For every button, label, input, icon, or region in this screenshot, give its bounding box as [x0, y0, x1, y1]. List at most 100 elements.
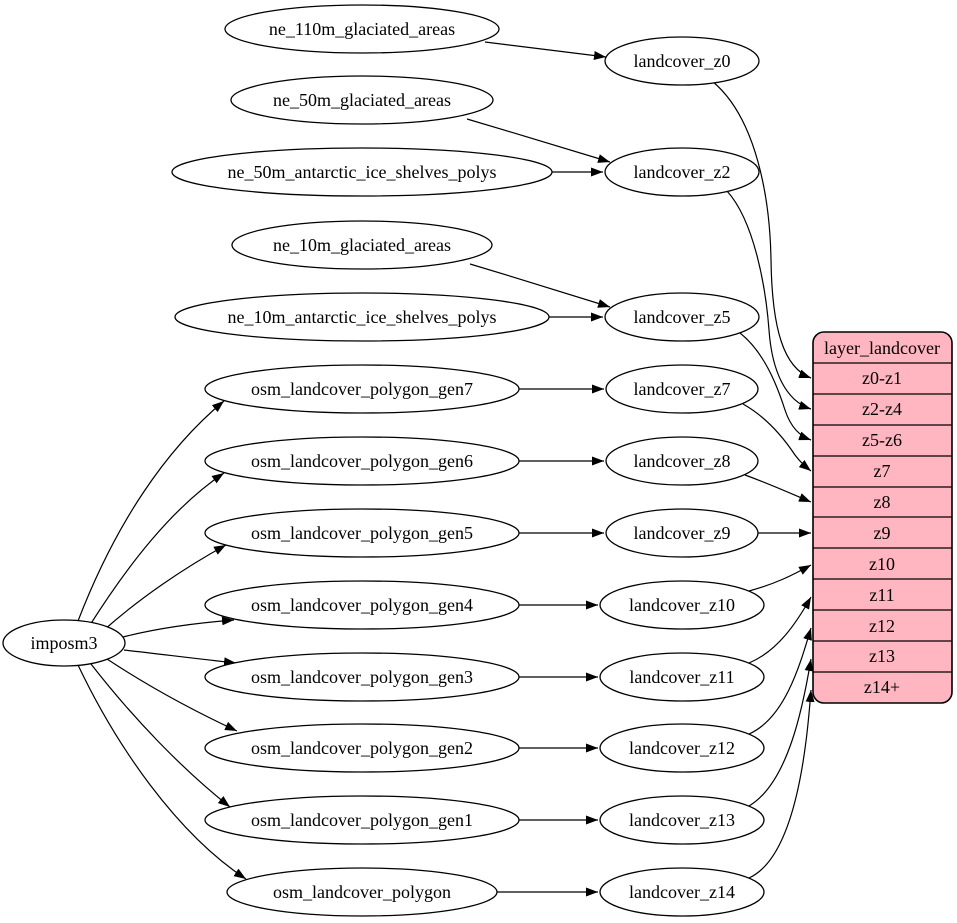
- edge-landcover-z12-to-row-z12: [748, 627, 812, 735]
- node-ne-50m-glaciated-areas: ne_50m_glaciated_areas: [230, 75, 494, 125]
- edge-landcover-z13-to-row-z13: [748, 658, 814, 807]
- edge-landcover-z0-to-row-z0-z1: [711, 80, 812, 379]
- table-row-z9: z9: [874, 523, 891, 543]
- node-osm-landcover-polygon-gen3: osm_landcover_polygon_gen3: [204, 652, 520, 702]
- transform-label: landcover_z0: [634, 51, 731, 71]
- source-ellipse: [204, 580, 520, 630]
- edge-imposm3-to-osm-landcover-polygon-gen2: [106, 658, 238, 732]
- node-ne-110m-glaciated-areas: ne_110m_glaciated_areas: [224, 4, 500, 54]
- source-ellipse: [204, 723, 520, 773]
- transform-ellipse: [605, 436, 759, 486]
- source-label: osm_landcover_polygon_gen3: [251, 667, 473, 687]
- node-osm-landcover-polygon-gen2: osm_landcover_polygon_gen2: [204, 723, 520, 773]
- transform-ellipse: [599, 795, 765, 845]
- transform-ellipse: [604, 36, 760, 86]
- table-row-z7: z7: [874, 461, 891, 481]
- edge-imposm3-to-osm-landcover-polygon: [77, 664, 247, 880]
- transform-ellipse: [599, 867, 765, 917]
- source-ellipse: [204, 508, 520, 558]
- source-label: ne_10m_antarctic_ice_shelves_polys: [228, 307, 497, 327]
- node-landcover-z5: landcover_z5: [604, 292, 760, 342]
- transform-label: landcover_z8: [634, 451, 731, 471]
- node-landcover-z9: landcover_z9: [605, 508, 759, 558]
- source-ellipse: [224, 4, 500, 54]
- edge-imposm3-to-osm-landcover-polygon-gen7: [77, 400, 225, 622]
- source-label: osm_landcover_polygon_gen4: [251, 595, 473, 615]
- node-landcover-z0: landcover_z0: [604, 36, 760, 86]
- source-label: osm_landcover_polygon_gen1: [251, 810, 473, 830]
- table-row-z5-z6: z5-z6: [862, 430, 902, 450]
- transform-label: landcover_z5: [634, 307, 731, 327]
- transform-ellipse: [599, 580, 765, 630]
- node-landcover-z12: landcover_z12: [599, 723, 765, 773]
- table-row-z13: z13: [869, 646, 895, 666]
- edge-landcover-z14-to-row-z14plus: [748, 689, 815, 879]
- transform-ellipse: [604, 147, 760, 197]
- transform-ellipse: [604, 292, 760, 342]
- transform-label: landcover_z13: [629, 810, 735, 830]
- node-landcover-z11: landcover_z11: [599, 652, 765, 702]
- transform-label: landcover_z2: [634, 162, 731, 182]
- node-imposm3: imposm3: [2, 619, 126, 667]
- source-ellipse: [204, 364, 520, 414]
- node-ne-50m-antarctic-ice-shelves-polys: ne_50m_antarctic_ice_shelves_polys: [171, 147, 553, 197]
- source-label: osm_landcover_polygon_gen5: [251, 523, 473, 543]
- transform-label: landcover_z9: [634, 523, 731, 543]
- edge-landcover-z10-to-row-z10: [748, 564, 812, 592]
- node-ne-10m-glaciated-areas: ne_10m_glaciated_areas: [231, 220, 493, 270]
- transform-label: landcover_z12: [629, 738, 735, 758]
- edge-ne-110m-glaciated-areas-to-landcover-z0: [484, 41, 607, 60]
- node-landcover-z13: landcover_z13: [599, 795, 765, 845]
- table-title: layer_landcover: [824, 338, 940, 358]
- node-osm-landcover-polygon-gen1: osm_landcover_polygon_gen1: [204, 795, 520, 845]
- source-label: osm_landcover_polygon_gen2: [251, 738, 473, 758]
- table-row-z12: z12: [869, 616, 895, 636]
- transform-label: landcover_z7: [634, 379, 731, 399]
- edge-imposm3-to-osm-landcover-polygon-gen1: [90, 663, 231, 808]
- edge-imposm3-to-osm-landcover-polygon-gen4: [122, 616, 235, 638]
- node-landcover-z2: landcover_z2: [604, 147, 760, 197]
- table-row-z8: z8: [874, 492, 891, 512]
- source-ellipse: [174, 292, 550, 342]
- source-label: osm_landcover_polygon_gen7: [251, 379, 473, 399]
- edge-landcover-z7-to-row-z7: [742, 403, 812, 472]
- source-ellipse: [230, 75, 494, 125]
- node-landcover-z7: landcover_z7: [605, 364, 759, 414]
- node-osm-landcover-polygon-gen6: osm_landcover_polygon_gen6: [204, 436, 520, 486]
- edge-landcover-z8-to-row-z8: [744, 474, 812, 503]
- source-ellipse: [204, 652, 520, 702]
- edge-landcover-z2-to-row-z2-z4: [726, 190, 812, 410]
- node-osm-landcover-polygon: osm_landcover_polygon: [226, 867, 498, 917]
- node-imposm3-label: imposm3: [30, 633, 97, 653]
- source-ellipse: [226, 867, 498, 917]
- source-label: ne_110m_glaciated_areas: [269, 19, 455, 39]
- table-row-z14plus: z14+: [864, 677, 900, 697]
- source-label: osm_landcover_polygon: [273, 882, 451, 902]
- node-landcover-z10: landcover_z10: [599, 580, 765, 630]
- transform-label: landcover_z10: [629, 595, 735, 615]
- table-layer-landcover: layer_landcover z0-z1 z2-z4 z5-z6 z7 z8 …: [812, 331, 953, 704]
- node-imposm3-ellipse: [2, 619, 126, 667]
- edge-landcover-z5-to-row-z5-z6: [739, 332, 812, 441]
- node-osm-landcover-polygon-gen5: osm_landcover_polygon_gen5: [204, 508, 520, 558]
- transform-label: landcover_z14: [629, 882, 735, 902]
- source-ellipse: [171, 147, 553, 197]
- node-landcover-z14: landcover_z14: [599, 867, 765, 917]
- node-osm-landcover-polygon-gen7: osm_landcover_polygon_gen7: [204, 364, 520, 414]
- source-label: ne_50m_antarctic_ice_shelves_polys: [228, 162, 497, 182]
- transform-label: landcover_z11: [629, 667, 734, 687]
- edge-imposm3-to-osm-landcover-polygon-gen3: [123, 649, 237, 667]
- table-row-z10: z10: [869, 554, 895, 574]
- edge-imposm3-to-osm-landcover-polygon-gen6: [89, 472, 225, 626]
- source-label: osm_landcover_polygon_gen6: [251, 451, 473, 471]
- source-ellipse: [204, 795, 520, 845]
- transform-ellipse: [605, 364, 759, 414]
- transform-ellipse: [599, 652, 765, 702]
- node-ne-10m-antarctic-ice-shelves-polys: ne_10m_antarctic_ice_shelves_polys: [174, 292, 550, 342]
- node-osm-landcover-polygon-gen4: osm_landcover_polygon_gen4: [204, 580, 520, 630]
- edge-ne-50m-glaciated-areas-to-landcover-z2: [466, 118, 611, 163]
- table-row-z0-z1: z0-z1: [862, 368, 902, 388]
- source-ellipse: [231, 220, 493, 270]
